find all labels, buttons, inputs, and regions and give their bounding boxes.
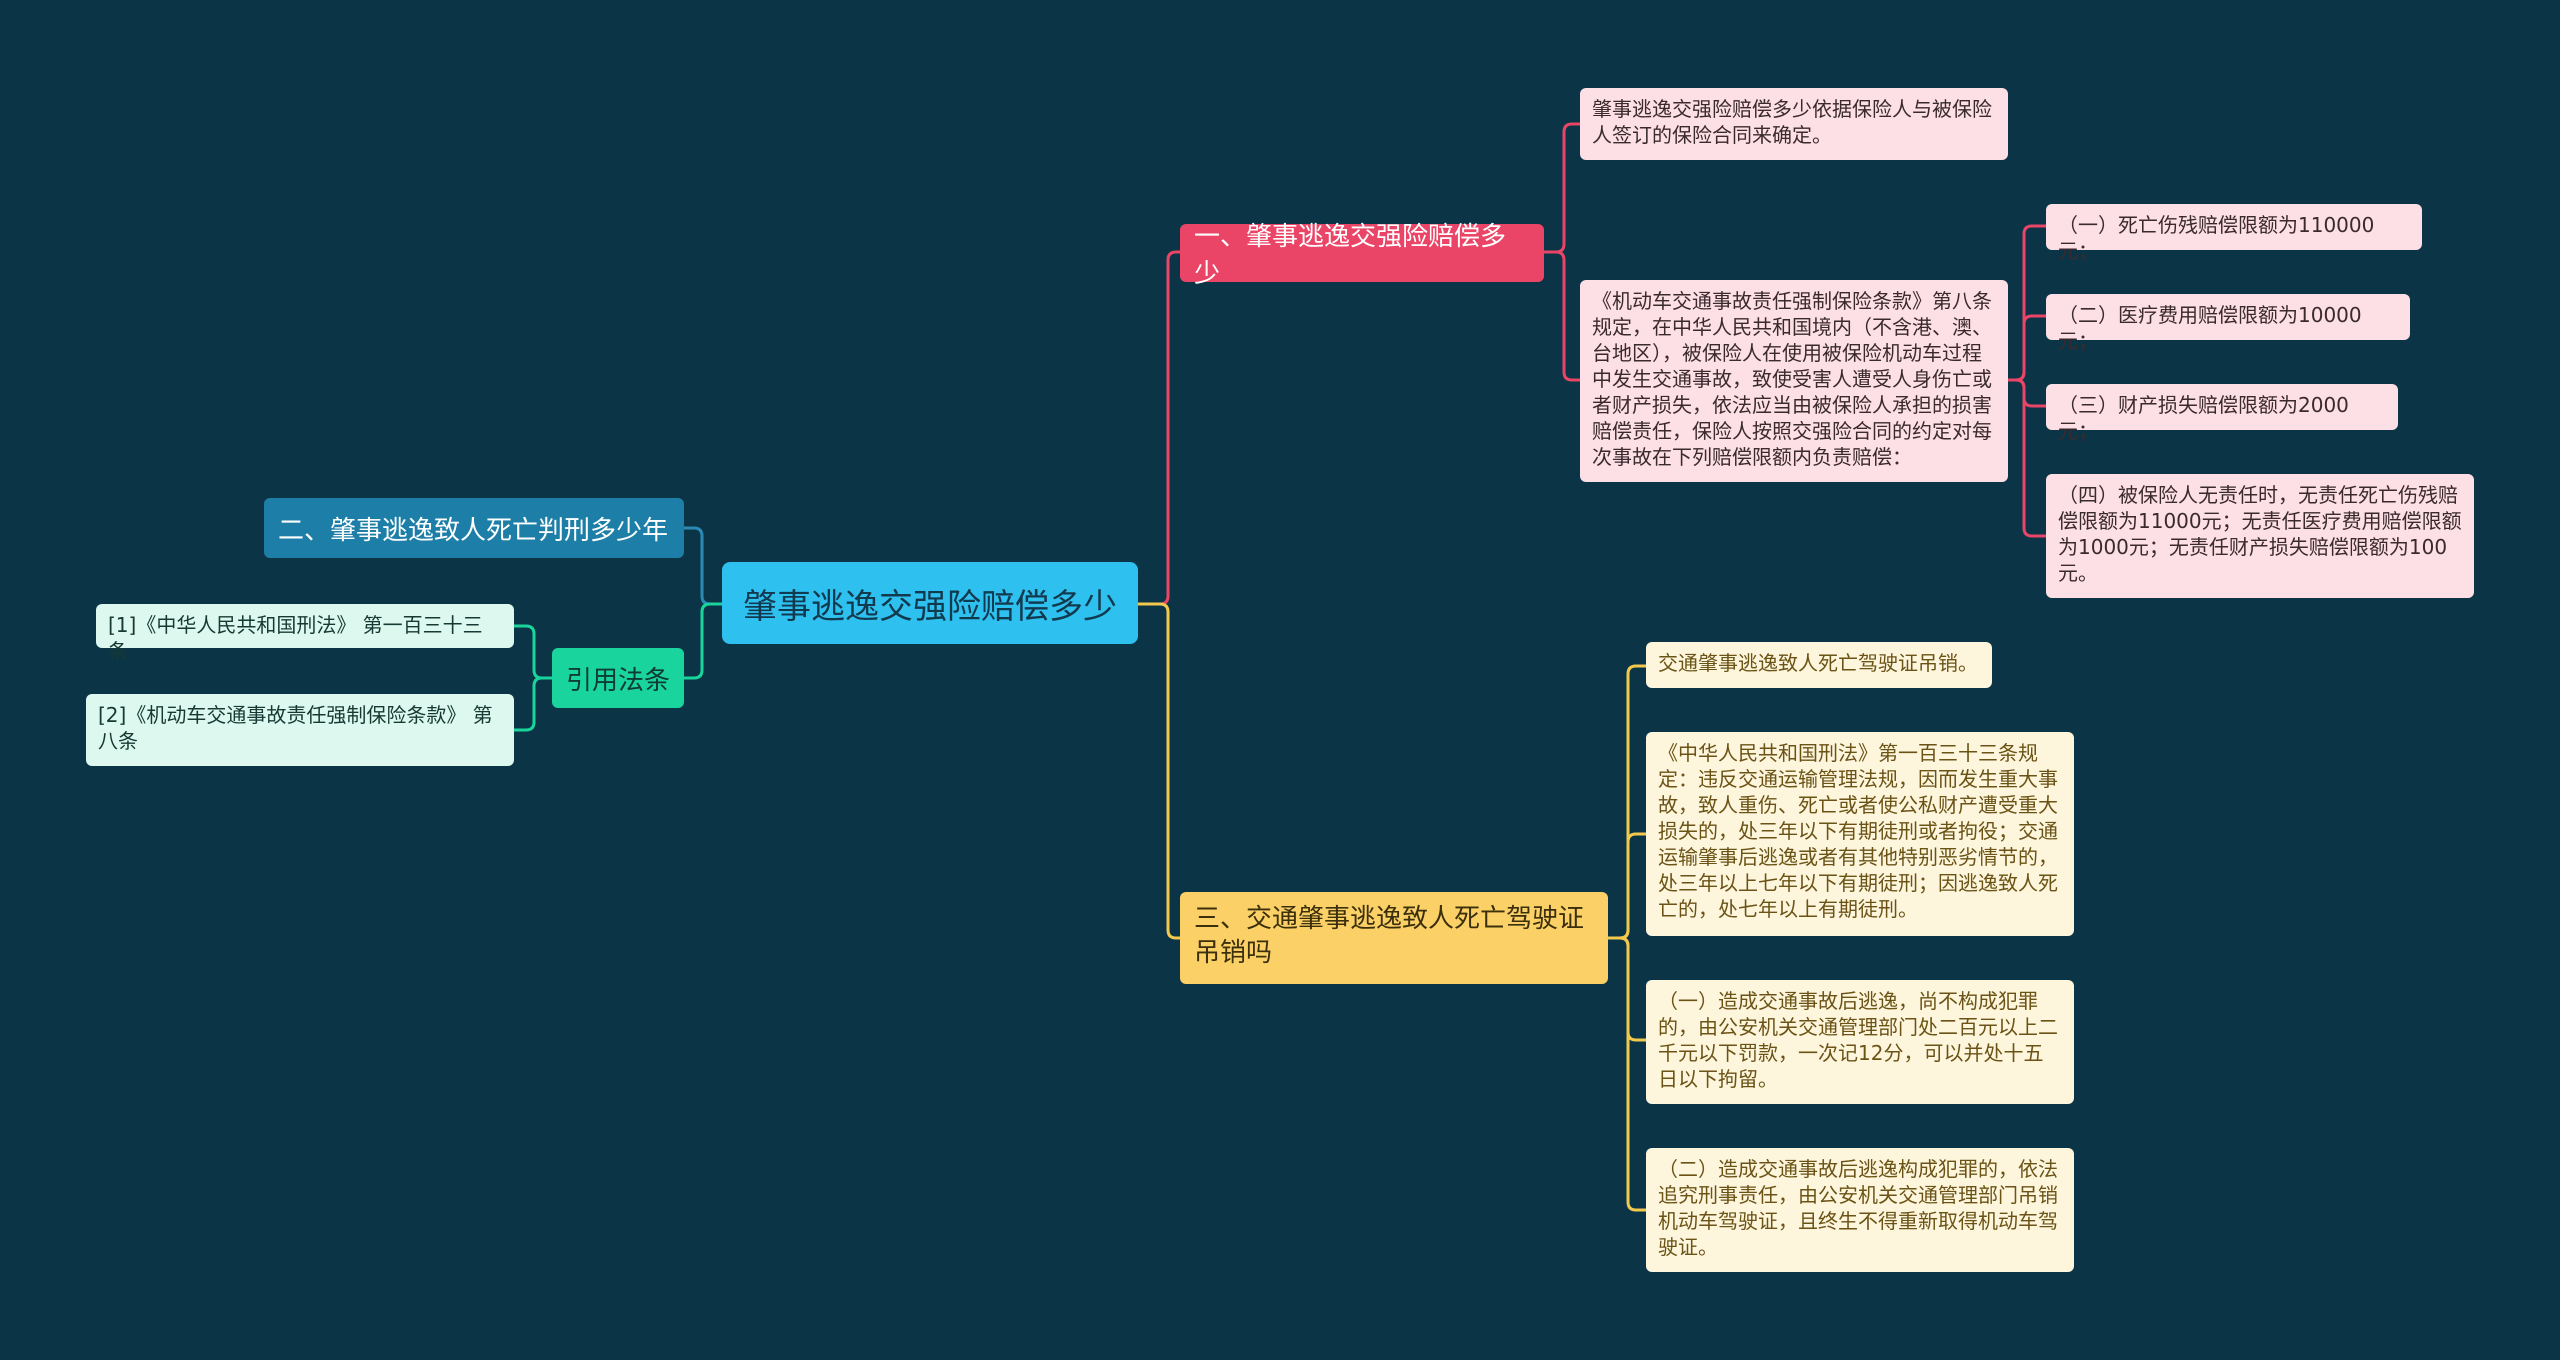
root-topic[interactable]: 肇事逃逸交强险赔偿多少 xyxy=(722,562,1138,644)
link-root-branch2 xyxy=(684,526,722,606)
branch3-leaf-crime[interactable]: （二）造成交通事故后逃逸构成犯罪的，依法追究刑事责任，由公安机关交通管理部门吊销… xyxy=(1646,1148,2074,1272)
branch3-leaf-answer[interactable]: 交通肇事逃逸致人死亡驾驶证吊销。 xyxy=(1646,642,1992,688)
article8-item-1[interactable]: （一）死亡伤残赔偿限额为110000元； xyxy=(2046,204,2422,263)
link-branch1-leaf2 xyxy=(1544,250,1580,382)
article8-item-3[interactable]: （三）财产损失赔偿限额为2000元； xyxy=(2046,384,2398,443)
link-refs-item1 xyxy=(514,624,552,680)
branch1-leaf-summary[interactable]: 肇事逃逸交强险赔偿多少依据保险人与被保险人签订的保险合同来确定。 xyxy=(1580,88,2008,160)
article8-item-2[interactable]: （二）医疗费用赔偿限额为10000元； xyxy=(2046,294,2410,353)
branch3-topic[interactable]: 三、交通肇事逃逸致人死亡驾驶证吊销吗 xyxy=(1180,892,1608,984)
link-root-refs xyxy=(684,602,722,680)
link-leaf2-sub1 xyxy=(2008,224,2046,382)
link-branch3-leaf2 xyxy=(1608,832,1646,940)
branch2-topic[interactable]: 二、肇事逃逸致人死亡判刑多少年 xyxy=(264,498,684,558)
branch3-leaf-criminal-law[interactable]: 《中华人民共和国刑法》第一百三十三条规定：违反交通运输管理法规，因而发生重大事故… xyxy=(1646,732,2074,936)
reference-item-1[interactable]: [1]《中华人民共和国刑法》 第一百三十三条 xyxy=(96,604,514,663)
branch1-leaf-article8[interactable]: 《机动车交通事故责任强制保险条款》第八条规定，在中华人民共和国境内（不含港、澳、… xyxy=(1580,280,2008,482)
link-leaf2-sub2 xyxy=(2008,314,2046,382)
link-refs-item2 xyxy=(514,676,552,732)
link-leaf2-sub4 xyxy=(2008,378,2046,538)
link-branch3-leaf4 xyxy=(1608,936,1646,1212)
branch3-leaf-not-crime[interactable]: （一）造成交通事故后逃逸，尚不构成犯罪的，由公安机关交通管理部门处二百元以上二千… xyxy=(1646,980,2074,1104)
references-topic[interactable]: 引用法条 xyxy=(552,648,684,708)
link-root-branch3 xyxy=(1138,602,1180,940)
reference-item-2[interactable]: [2]《机动车交通事故责任强制保险条款》 第八条 xyxy=(86,694,514,766)
link-leaf2-sub3 xyxy=(2008,378,2046,408)
link-root-branch1 xyxy=(1138,250,1180,606)
link-branch1-leaf1 xyxy=(1544,122,1580,254)
branch1-topic[interactable]: 一、肇事逃逸交强险赔偿多少 xyxy=(1180,222,1544,289)
article8-item-4[interactable]: （四）被保险人无责任时，无责任死亡伤残赔偿限额为11000元；无责任医疗费用赔偿… xyxy=(2046,474,2474,598)
